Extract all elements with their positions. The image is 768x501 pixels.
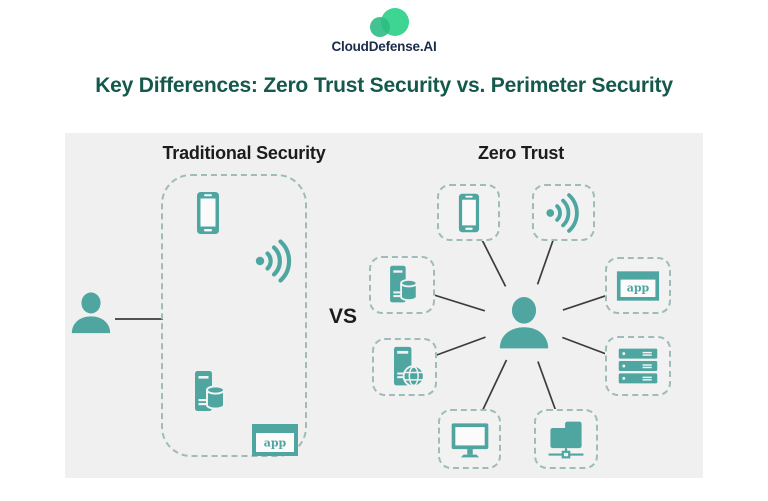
user-icon — [68, 289, 114, 337]
server-database-icon — [380, 263, 424, 307]
vs-label: VS — [328, 305, 357, 328]
zero-trust-node — [372, 338, 437, 396]
app-window-icon: app — [251, 416, 299, 464]
server-rack-icon — [616, 344, 660, 388]
zero-trust-node — [534, 409, 598, 469]
smartphone-icon — [184, 189, 232, 237]
logo-circle-dark — [370, 17, 390, 37]
zero-trust-node — [532, 184, 595, 241]
zero-trust-node: app — [605, 257, 671, 314]
logo-text: CloudDefense.AI — [331, 39, 437, 54]
wifi-signal-icon — [542, 191, 586, 235]
user-icon — [495, 294, 553, 352]
perimeter-boundary: app — [161, 174, 307, 457]
zero-trust-node — [437, 184, 500, 241]
server-database-icon — [184, 368, 232, 416]
smartphone-icon — [447, 191, 491, 235]
diagram-panel: Traditional Security Zero Trust app VS a… — [65, 133, 703, 478]
wifi-signal-icon — [251, 237, 299, 285]
zero-trust-heading: Zero Trust — [477, 143, 564, 163]
app-window-icon: app — [616, 264, 660, 308]
traditional-security-heading: Traditional Security — [162, 143, 326, 163]
page-title: Key Differences: Zero Trust Security vs.… — [95, 74, 673, 97]
zero-trust-node — [369, 256, 435, 314]
network-folder-icon — [544, 417, 588, 461]
monitor-icon — [448, 417, 492, 461]
zero-trust-node — [438, 409, 501, 469]
logo: CloudDefense.AI — [0, 8, 768, 54]
zero-trust-node — [605, 336, 671, 396]
cloud-logo-icon — [367, 8, 411, 38]
server-globe-icon — [383, 345, 427, 389]
